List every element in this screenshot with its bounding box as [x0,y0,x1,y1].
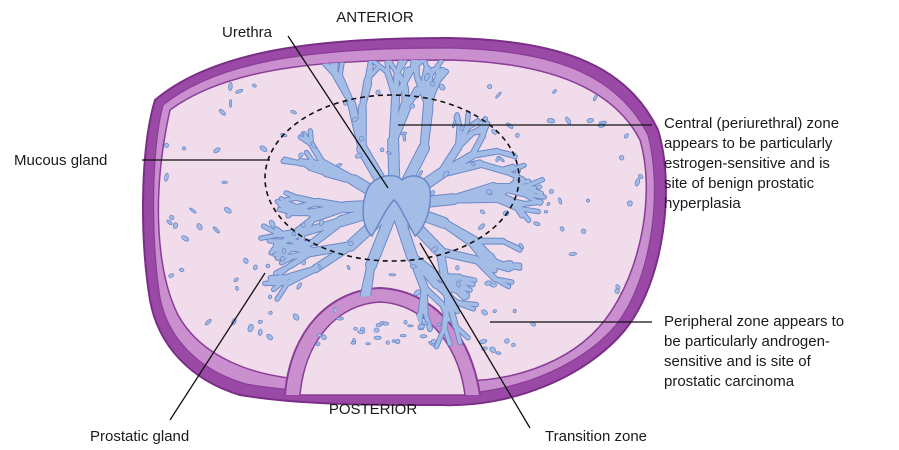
mucous-gland-label: Mucous gland [14,151,107,171]
stromal-gland [515,133,519,138]
gland-duct [393,98,395,142]
posterior-gland [354,327,358,330]
posterior-gland [374,328,379,332]
stromal-gland [642,361,650,367]
central-zone-description: Central (periurethral) zone appears to b… [664,114,839,214]
stromal-gland [544,210,548,213]
stromal-gland [607,378,615,386]
posterior-gland [337,317,344,320]
anterior-label: ANTERIOR [315,8,435,28]
gland-duct [284,209,299,210]
urethra-label: Urethra [222,23,272,43]
stromal-gland [258,329,263,336]
gland-duct [453,198,495,199]
stromal-gland [159,86,166,92]
stromal-gland [389,273,396,275]
posterior-gland [418,324,425,328]
stromal-gland [455,265,459,270]
gland-duct [437,66,438,82]
peripheral-zone-line: be particularly androgen- [664,332,844,352]
posterior-gland [383,322,388,325]
posterior-gland [400,334,406,336]
stromal-gland [172,364,176,372]
stromal-gland [165,143,169,147]
stromal-gland [606,363,611,369]
stromal-gland [617,342,622,347]
gland-duct [276,247,292,248]
stromal-gland [282,248,286,254]
stromal-gland [490,283,496,287]
posterior-gland [420,335,427,338]
stromal-gland [169,375,172,380]
stromal-gland [359,136,363,141]
posterior-gland [374,336,381,339]
gland-duct [514,181,528,183]
peripheral-zone-description: Peripheral zone appears to be particular… [664,312,844,392]
central-zone-line: site of benign prostatic [664,174,839,194]
gland-duct [424,105,427,148]
gland-duct [458,128,460,147]
gland-duct [283,161,300,163]
gland-duct [521,202,540,204]
stromal-gland [228,82,232,90]
stromal-gland [222,181,228,183]
stromal-gland [547,118,555,123]
stromal-gland [159,87,162,93]
stromal-gland [316,342,320,346]
stromal-gland [644,88,649,95]
stromal-gland [513,309,516,313]
posterior-gland [366,343,370,345]
peripheral-zone-line: sensitive and is site of [664,352,844,372]
stromal-gland [268,295,272,299]
stromal-gland [581,229,587,234]
peripheral-zone-line: prostatic carcinoma [664,372,844,392]
posterior-gland [392,340,395,342]
central-zone-line: estrogen-sensitive and is [664,154,839,174]
gland-duct [286,231,298,233]
peripheral-zone-line: Peripheral zone appears to [664,312,844,332]
posterior-gland [404,320,407,324]
stromal-gland [410,104,415,108]
stromal-gland [301,222,306,227]
transition-zone-label: Transition zone [545,427,647,447]
posterior-gland [395,339,400,343]
stromal-gland [536,185,542,190]
gland-duct [270,277,288,278]
stromal-gland [430,82,435,86]
posterior-gland [361,328,365,331]
stromal-gland [511,343,515,347]
posterior-gland [408,325,414,327]
stromal-gland [431,339,436,343]
central-zone-line: Central (periurethral) zone [664,114,839,134]
posterior-gland [358,330,365,333]
posterior-label: POSTERIOR [318,400,428,420]
stromal-gland [302,260,306,265]
central-zone-line: appears to be particularly [664,134,839,154]
posterior-gland [351,342,356,345]
gland-duct [369,66,371,84]
posterior-gland [386,341,389,344]
stromal-gland [165,71,174,77]
stromal-gland [229,99,231,107]
central-zone-line: hyperplasia [664,194,839,214]
stromal-gland [258,320,263,324]
stromal-gland [376,90,381,95]
prostatic-gland-label: Prostatic gland [90,427,189,447]
gland-duct [502,265,520,266]
